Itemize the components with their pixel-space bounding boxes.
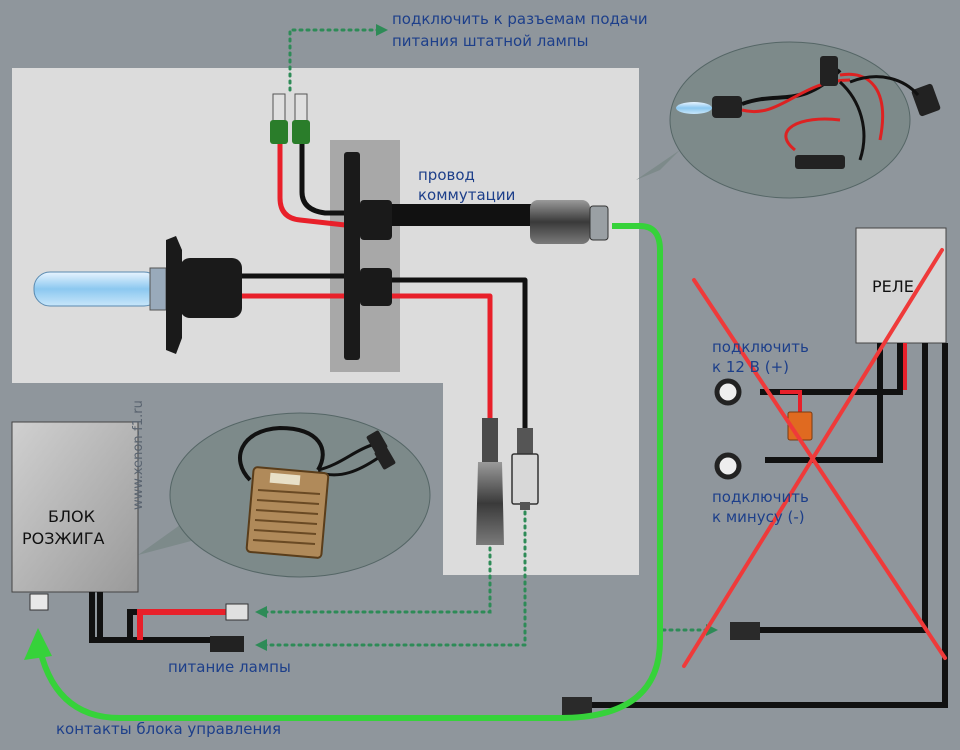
dotted-arrowheads bbox=[255, 24, 718, 651]
ignition-unit-line2: РОЗЖИГА bbox=[22, 529, 104, 548]
bracket bbox=[344, 152, 360, 360]
ignition-unit-line1: БЛОК bbox=[48, 507, 96, 526]
relay-label: РЕЛЕ bbox=[872, 277, 914, 296]
right-lower-panel bbox=[443, 383, 639, 575]
control-unit-contacts-label: контакты блока управления bbox=[56, 720, 281, 738]
xenon-bulb-icon bbox=[33, 236, 242, 354]
wiring-harness-icon bbox=[676, 56, 941, 169]
right-red-wire bbox=[390, 293, 493, 420]
connect-minus-line1: подключить bbox=[712, 488, 809, 506]
ballast-photo-bubble bbox=[138, 412, 431, 578]
switch-wire-line1: провод bbox=[418, 166, 475, 184]
mount-plate bbox=[330, 140, 400, 372]
connect-minus-line2: к минусу (-) bbox=[712, 508, 805, 526]
guide-relay-contact bbox=[658, 610, 712, 632]
ignition-unit bbox=[11, 421, 249, 652]
connect-lamp-sockets-line2: питания штатной лампы bbox=[392, 32, 588, 50]
top-black-wire bbox=[299, 140, 348, 216]
upper-grommet bbox=[360, 200, 392, 240]
connect-12v-line2: к 12 В (+) bbox=[712, 358, 789, 376]
lamp-power-label: питание лампы bbox=[168, 658, 291, 676]
switch-wire-line2: коммутации bbox=[418, 186, 515, 204]
control-power-line bbox=[24, 223, 663, 721]
switch-connector bbox=[530, 200, 609, 244]
ballast-icon bbox=[238, 425, 396, 559]
connect-12v-line1: подключить bbox=[712, 338, 809, 356]
guide-red-plug bbox=[260, 546, 492, 614]
harness-photo-bubble bbox=[636, 41, 941, 199]
lamp-socket-terminals bbox=[270, 93, 310, 144]
guide-lamp-sockets bbox=[288, 28, 382, 92]
right-black-wire bbox=[390, 277, 528, 430]
cross-mark-icon bbox=[682, 248, 947, 668]
dotted-guides bbox=[260, 28, 712, 647]
guide-black-plug bbox=[260, 510, 527, 647]
lamp-power-plugs bbox=[476, 418, 539, 545]
lamp-wires bbox=[240, 140, 540, 430]
lower-grommet bbox=[360, 268, 392, 306]
top-red-wire bbox=[277, 140, 346, 228]
connect-lamp-sockets-line1: подключить к разъемам подачи bbox=[392, 10, 648, 28]
watermark: www.xenon-f1.ru bbox=[131, 400, 146, 510]
labels: подключить к разъемам подачи питания шта… bbox=[22, 10, 914, 738]
